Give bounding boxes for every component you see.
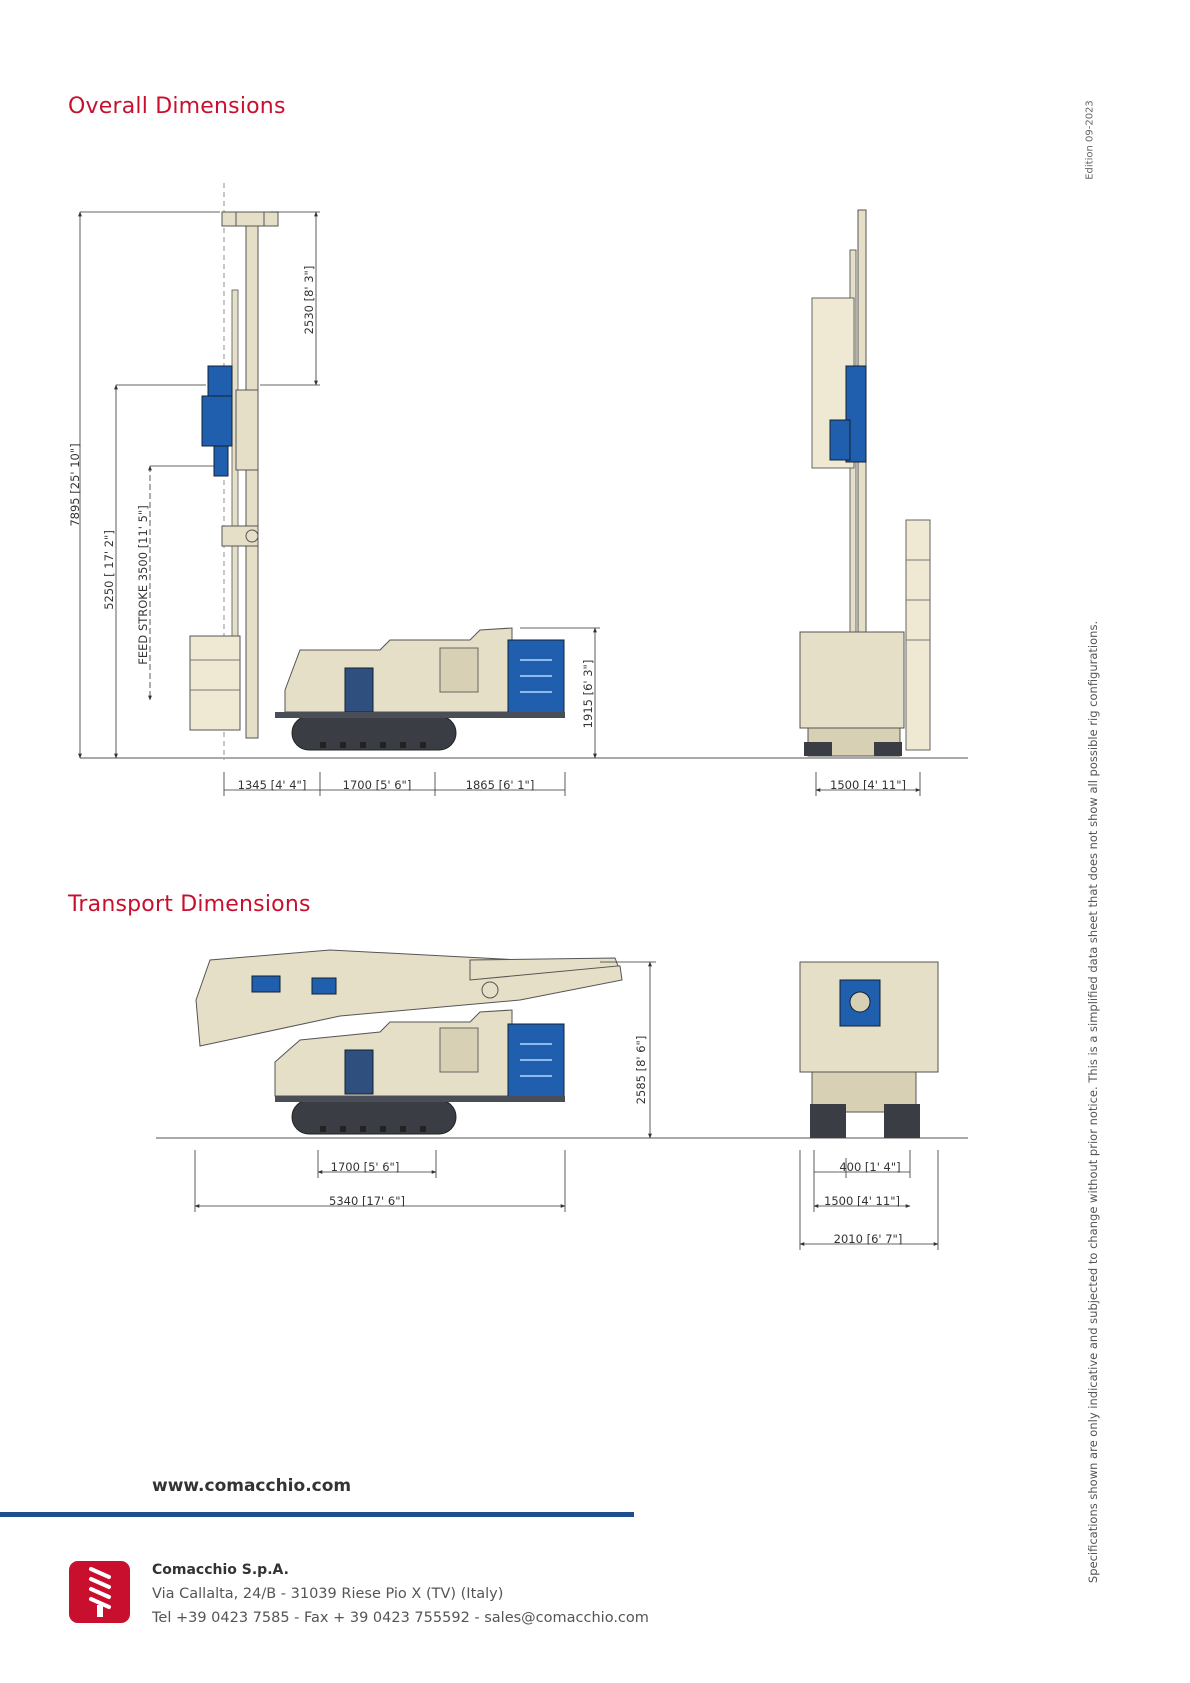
- company-block: Comacchio S.p.A. Via Callalta, 24/B - 31…: [152, 1558, 649, 1630]
- dim-track-gauge-transport: 1500 [4' 11"]: [824, 1194, 900, 1208]
- dim-feed-stroke: FEED STROKE 3500 [11' 5"]: [136, 505, 150, 664]
- company-contacts: Tel +39 0423 7585 - Fax + 39 0423 755592…: [152, 1610, 649, 1626]
- company-address: Via Callalta, 24/B - 31039 Riese Pio X (…: [152, 1586, 504, 1602]
- footer-divider: [0, 1512, 634, 1517]
- dim-transport-height: 2585 [8' 6"]: [634, 1036, 648, 1105]
- dim-rear-length: 1865 [6' 1"]: [466, 778, 535, 792]
- dim-top-extension: 2530 [8' 3"]: [302, 266, 316, 335]
- dim-track-gauge-overall: 1500 [4' 11"]: [830, 778, 906, 792]
- dim-total-width: 2010 [6' 7"]: [834, 1232, 903, 1246]
- dim-track-center-overall: 1700 [5' 6"]: [343, 778, 412, 792]
- dim-body-height: 1915 [6' 3"]: [581, 660, 595, 729]
- dim-total-height: 7895 [25' 10"]: [68, 443, 82, 526]
- transport-side-view-drawing: [156, 949, 968, 1139]
- dim-total-length: 5340 [17' 6"]: [329, 1194, 405, 1208]
- company-name: Comacchio S.p.A.: [152, 1562, 289, 1578]
- transport-front-view-drawing: [799, 961, 939, 1138]
- overall-side-view-drawing: [80, 183, 968, 760]
- dim-front-overhang: 1345 [4' 4"]: [238, 778, 307, 792]
- overall-dimensions-title: Overall Dimensions: [68, 94, 286, 119]
- dim-mast-height: 5250 [ 17' 2"]: [102, 530, 116, 610]
- drill-bit-logo-icon: [69, 1561, 130, 1623]
- transport-dimension-lines: [194, 961, 939, 1250]
- dim-track-center-transport: 1700 [5' 6"]: [331, 1160, 400, 1174]
- overall-dimension-lines: [78, 211, 921, 796]
- overall-front-view-drawing: [799, 209, 931, 757]
- transport-dimensions-title: Transport Dimensions: [68, 892, 311, 917]
- dim-track-width: 400 [1' 4"]: [839, 1160, 900, 1174]
- website-link[interactable]: www.comacchio.com: [152, 1476, 352, 1496]
